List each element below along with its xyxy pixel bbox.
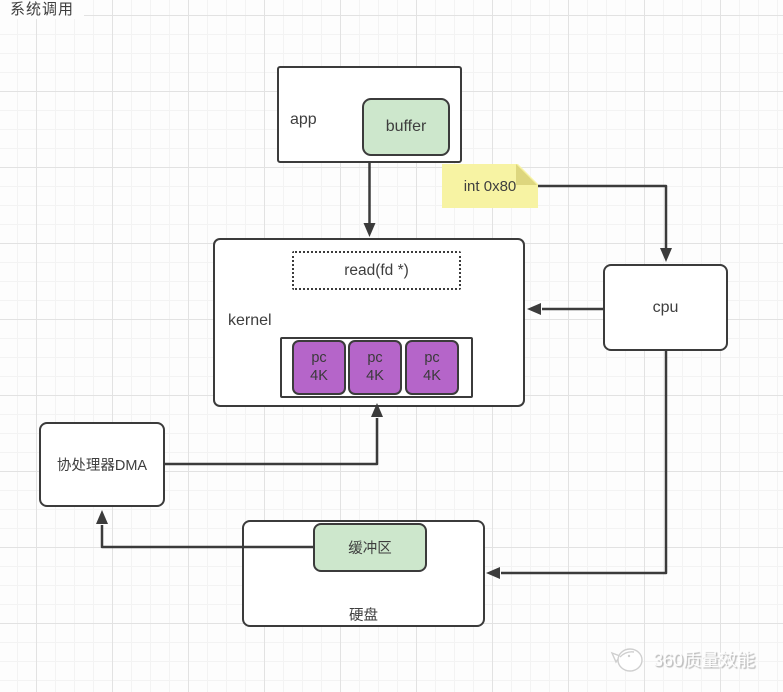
page-cache-line1: pc (424, 350, 440, 367)
app-label: app (290, 111, 317, 128)
connector-app-to-kernel (363, 163, 376, 237)
connector-note-to-cpu (538, 184, 672, 262)
dma-label: 协处理器DMA (56, 458, 148, 474)
disk-buffer-box: 缓冲区 (313, 523, 427, 572)
bird-sketch-icon (610, 648, 643, 672)
page-cache-block: pc 4K (292, 340, 346, 395)
disk-buffer-label: 缓冲区 (348, 541, 392, 557)
sticky-note-label: int 0x80 (463, 177, 517, 195)
watermark: 360质量效能 (606, 643, 755, 675)
cpu-label: cpu (652, 298, 679, 316)
page-cache-line2: 4K (310, 367, 328, 384)
page-cache-line1: pc (367, 350, 383, 367)
page-cache-block: pc 4K (348, 340, 402, 395)
connector-dma-to-kernel (165, 403, 383, 466)
read-call-label: read(fd *) (344, 261, 409, 279)
syscall-arrow-label: 系统调用 (0, 0, 84, 19)
page-cache-line1: pc (311, 350, 327, 367)
connector-cpu-to-kernel (527, 303, 603, 315)
dma-box: 协处理器DMA (39, 422, 165, 507)
watermark-brand-text: 360质量效能 (653, 650, 756, 670)
disk-label: 硬盘 (349, 608, 378, 624)
page-cache-block: pc 4K (405, 340, 459, 395)
read-call-box: read(fd *) (292, 251, 461, 290)
app-buffer-label: buffer (385, 118, 427, 135)
page-cache-line2: 4K (366, 367, 384, 384)
app-buffer-box: buffer (362, 98, 450, 156)
int-0x80-sticky-note: int 0x80 (442, 164, 538, 208)
sticky-note-fold-corner (516, 164, 537, 185)
kernel-label: kernel (228, 312, 272, 329)
cpu-box: cpu (603, 264, 728, 351)
page-cache-line2: 4K (423, 367, 441, 384)
